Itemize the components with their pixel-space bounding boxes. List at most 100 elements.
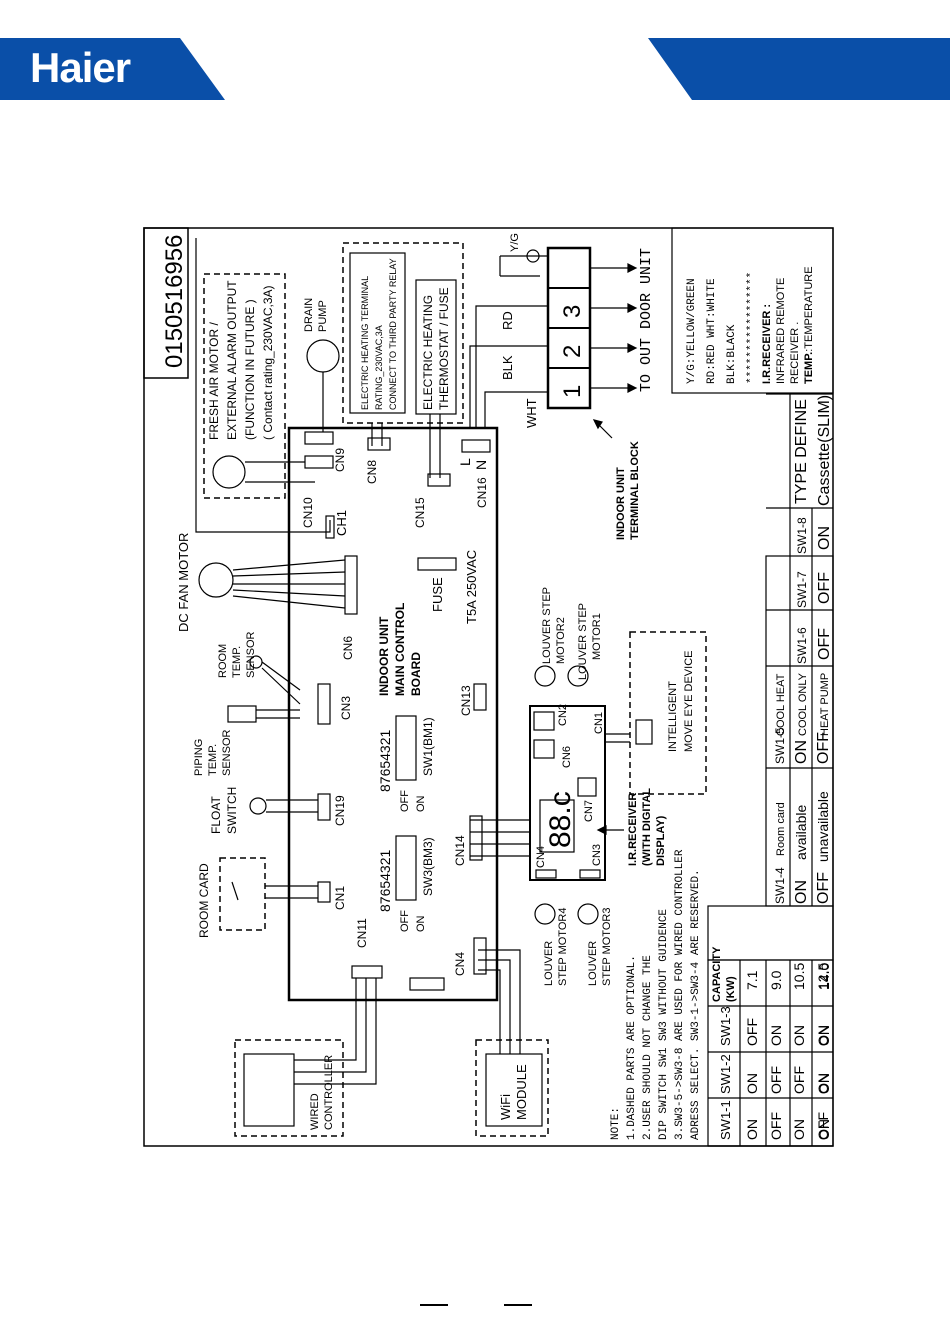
ir-receiver-label-3: DISPLAY) [655,815,667,866]
sw15-desc-visible: COOL HEAT [775,673,787,736]
cn6-label: CN6 [341,636,355,660]
note-line-3: DIP SWITCH SW1 SW3 WITHOUT GUIDENCE [658,909,670,1140]
part-number-box [143,227,189,379]
sw3-digits: 87654321 [377,849,393,912]
cap-r1-c2: ON [768,1025,784,1046]
fresh-air-label-4: ( Contact rating_230VAC,3A) [261,285,275,440]
cap-r0-c3: 7.1 [744,970,760,990]
legend-line-4: ***************** [746,272,758,384]
legend-line-1: Y/G:YELLOW/GREEN [686,278,698,384]
main-board-label-1: INDOOR UNIT [377,616,391,696]
cap-row5-c3: 14.0 [816,963,832,990]
room-temp-sensor-1: ROOM [217,644,229,678]
terminal-2: 2 [559,345,586,358]
louver2-label-1: LOUVER STEP [541,587,553,664]
yg-label: Y/G [509,233,521,252]
cap-r0-c1: ON [744,1073,760,1094]
fresh-air-box [203,273,286,499]
note-line-4: 3.SW3-5->SW3-8 ARE USED FOR WIRED CONTRO… [674,849,686,1140]
cap-header-sw1-3: SW1-3 [718,1006,733,1046]
sw3-name: SW3(BM3) [421,837,435,896]
terminal-3: 3 [559,305,586,318]
legend-temp: TEMP.:TEMPERATURE [803,266,815,384]
cap-header-capacity-1: CAPACITY [711,946,723,1002]
n-label: N [473,460,489,470]
display-cn4: CN4 [535,846,547,868]
cn14-label: CN14 [453,835,467,866]
display-cn1: CN1 [593,712,605,734]
room-card-box [219,857,266,931]
sw16-val: OFF [816,628,833,660]
type-define-label: TYPE DEFINE [793,399,810,504]
note-line-5: ADRESS SELECT. SW3-1->SW3-4 ARE RESERVED… [690,869,702,1140]
sw14-label: SW1-4 [773,867,787,904]
sw1-off: OFF [399,790,411,812]
cap-r1-c1: OFF [768,1066,784,1094]
sw16-label: SW1-6 [795,627,809,664]
float-switch-2: SWITCH [225,787,239,834]
dc-fan-motor-symbol [198,562,234,598]
cap-r2-c3: 10.5 [791,963,807,990]
legend-line-3: BLK:BLACK [726,324,738,384]
elec-heat-terminal-1: ELECTRIC HEATING TERMINAL [360,276,370,410]
haier-logo: Haier [30,44,131,91]
sw14-on-val: available [793,805,809,860]
sw18-val: ON [816,526,833,550]
blk-label: BLK [500,355,515,380]
cap-r1-c0: OFF [768,1112,784,1140]
elec-heat-thermostat-1: ELECTRIC HEATING [421,295,435,410]
sw14-on: ON [793,880,810,904]
ir-receiver-label-1: I.R.RECEIVER [627,793,639,866]
sw14-off-val: unavailable [815,791,831,862]
louver4-label-1: LOUVER [543,941,555,986]
sw18-label: SW1-8 [795,517,809,554]
wifi-module-label-2: MODULE [514,1064,529,1120]
louver2-label-2: MOTOR2 [555,617,567,664]
terminal-block-label-2: TERMINAL BLOCK [629,441,641,540]
fresh-air-motor-symbol [212,455,246,489]
cap-r2-c2: ON [791,1025,807,1046]
room-temp-sensor-3: SENSOR [245,631,257,678]
sw3-off: OFF [399,910,411,932]
cap-r2-c1: OFF [791,1066,807,1094]
sw17-val: OFF [816,572,833,604]
l-label: L [457,458,473,466]
cn13-label: CN13 [459,685,473,716]
cap-row5-c0: ON [816,1119,832,1140]
display-digits: 88.c [544,791,577,848]
terminal-1: 1 [559,385,586,398]
type-define-value: Cassette(SLIM) [816,395,833,506]
note-title: NOTE: [610,1107,622,1140]
page-marker-right [504,1304,532,1306]
legend-box [671,227,834,394]
elec-heat-terminal-2: RATING_230VAC,3A [374,325,384,410]
wired-controller-label-1: WIRED [309,1093,321,1130]
sw15-label: SW1-5 [773,727,787,764]
ir-receiver-label-2: (WITH DIGITAL [641,788,653,866]
switch-table [765,555,834,907]
sw15-off: OFF [815,732,832,764]
display-cn2: CN2 [557,704,569,726]
cap-row5-c2: ON [816,1025,832,1046]
sw17-label: SW1-7 [795,571,809,608]
sw1-digits: 87654321 [377,729,393,792]
electric-heating-box [342,242,464,424]
note-line-2: 2.USER SHOULD NOT CHANGE THE [642,955,654,1140]
elec-heat-thermostat-2: THERMOSTAT / FUSE [437,287,451,410]
cap-r3-c1: ON [815,1073,831,1094]
louver1-label-2: MOTOR1 [591,613,603,660]
louver3-label-1: LOUVER [587,941,599,986]
display-cn7: CN7 [583,800,595,822]
display-cn3: CN3 [591,844,603,866]
cap-header-sw1-1: SW1-1 [718,1100,733,1140]
intelligent-label-2: MOVE EYE DEVICE [683,651,695,752]
sw1-on: ON [415,795,427,812]
room-card-label: ROOM CARD [197,863,211,938]
cap-r3-c2: ON [815,1025,831,1046]
display-cn6: CN6 [561,746,573,768]
fresh-air-label-3: (FUNCTION IN FUTURE ) [243,299,257,440]
cap-header-capacity-2: (KW) [725,976,737,1002]
terminal-block-label-1: INDOOR UNIT [615,467,627,540]
louver4-label-2: STEP MOTOR4 [557,908,569,986]
